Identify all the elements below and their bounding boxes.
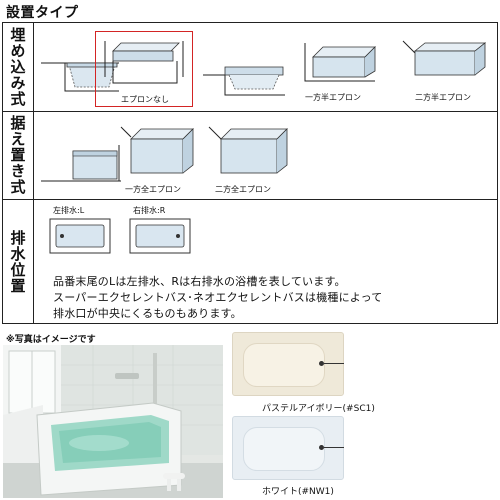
one-side-full-apron-illustration [120,126,194,174]
row-label-built-in: 埋め込み式 [8,27,27,107]
two-side-full-apron-illustration [208,126,288,174]
left-drain-tub-diagram [49,218,111,254]
right-drain-label: 右排水:R [133,206,166,215]
pastel-ivory-label: パステルアイボリー(#SC1) [262,404,375,414]
row-divider [3,199,497,200]
one-side-half-caption: 一方半エプロン [305,93,361,102]
one-side-half-apron-illustration [304,43,376,82]
two-side-half-apron-illustration [402,40,487,76]
placed-tub-side-illustration [41,145,121,182]
drain-note-line-2: スーパーエクセレントバス･ネオエクセレントバスは機種によって [53,291,383,304]
no-apron-tub-illustration [104,41,184,84]
two-side-full-caption: 二方全エプロン [215,185,271,194]
drain-note-line-3: 排水口が中央にくるものもあります。 [53,307,242,320]
right-drain-tub-diagram [129,218,191,254]
no-apron-selected-frame [95,31,193,107]
one-side-full-caption: 一方全エプロン [125,185,181,194]
no-apron-caption: エプロンなし [121,95,169,104]
row-divider [3,111,497,112]
row-label-drain: 排水位置 [8,230,27,294]
left-drain-label: 左排水:L [53,206,85,215]
label-divider [33,23,34,323]
two-side-half-caption: 二方半エプロン [415,93,471,102]
white-swatch [232,416,344,480]
photo-disclaimer: ※写真はイメージです [6,335,96,345]
row-label-placed: 据え置き式 [8,115,27,195]
built-in-half-sunken-illustration [203,66,285,96]
pastel-ivory-swatch [232,332,344,396]
white-label: ホワイト(#NW1) [262,487,334,497]
bathroom-photo [3,345,223,498]
page-title: 設置タイプ [6,5,79,21]
drain-note-line-1: 品番末尾のLは左排水、Rは右排水の浴槽を表しています。 [53,275,346,288]
installation-type-table: 埋め込み式 据え置き式 排水位置 エプロンなし 一方半エプロン 二方半 [2,22,498,324]
